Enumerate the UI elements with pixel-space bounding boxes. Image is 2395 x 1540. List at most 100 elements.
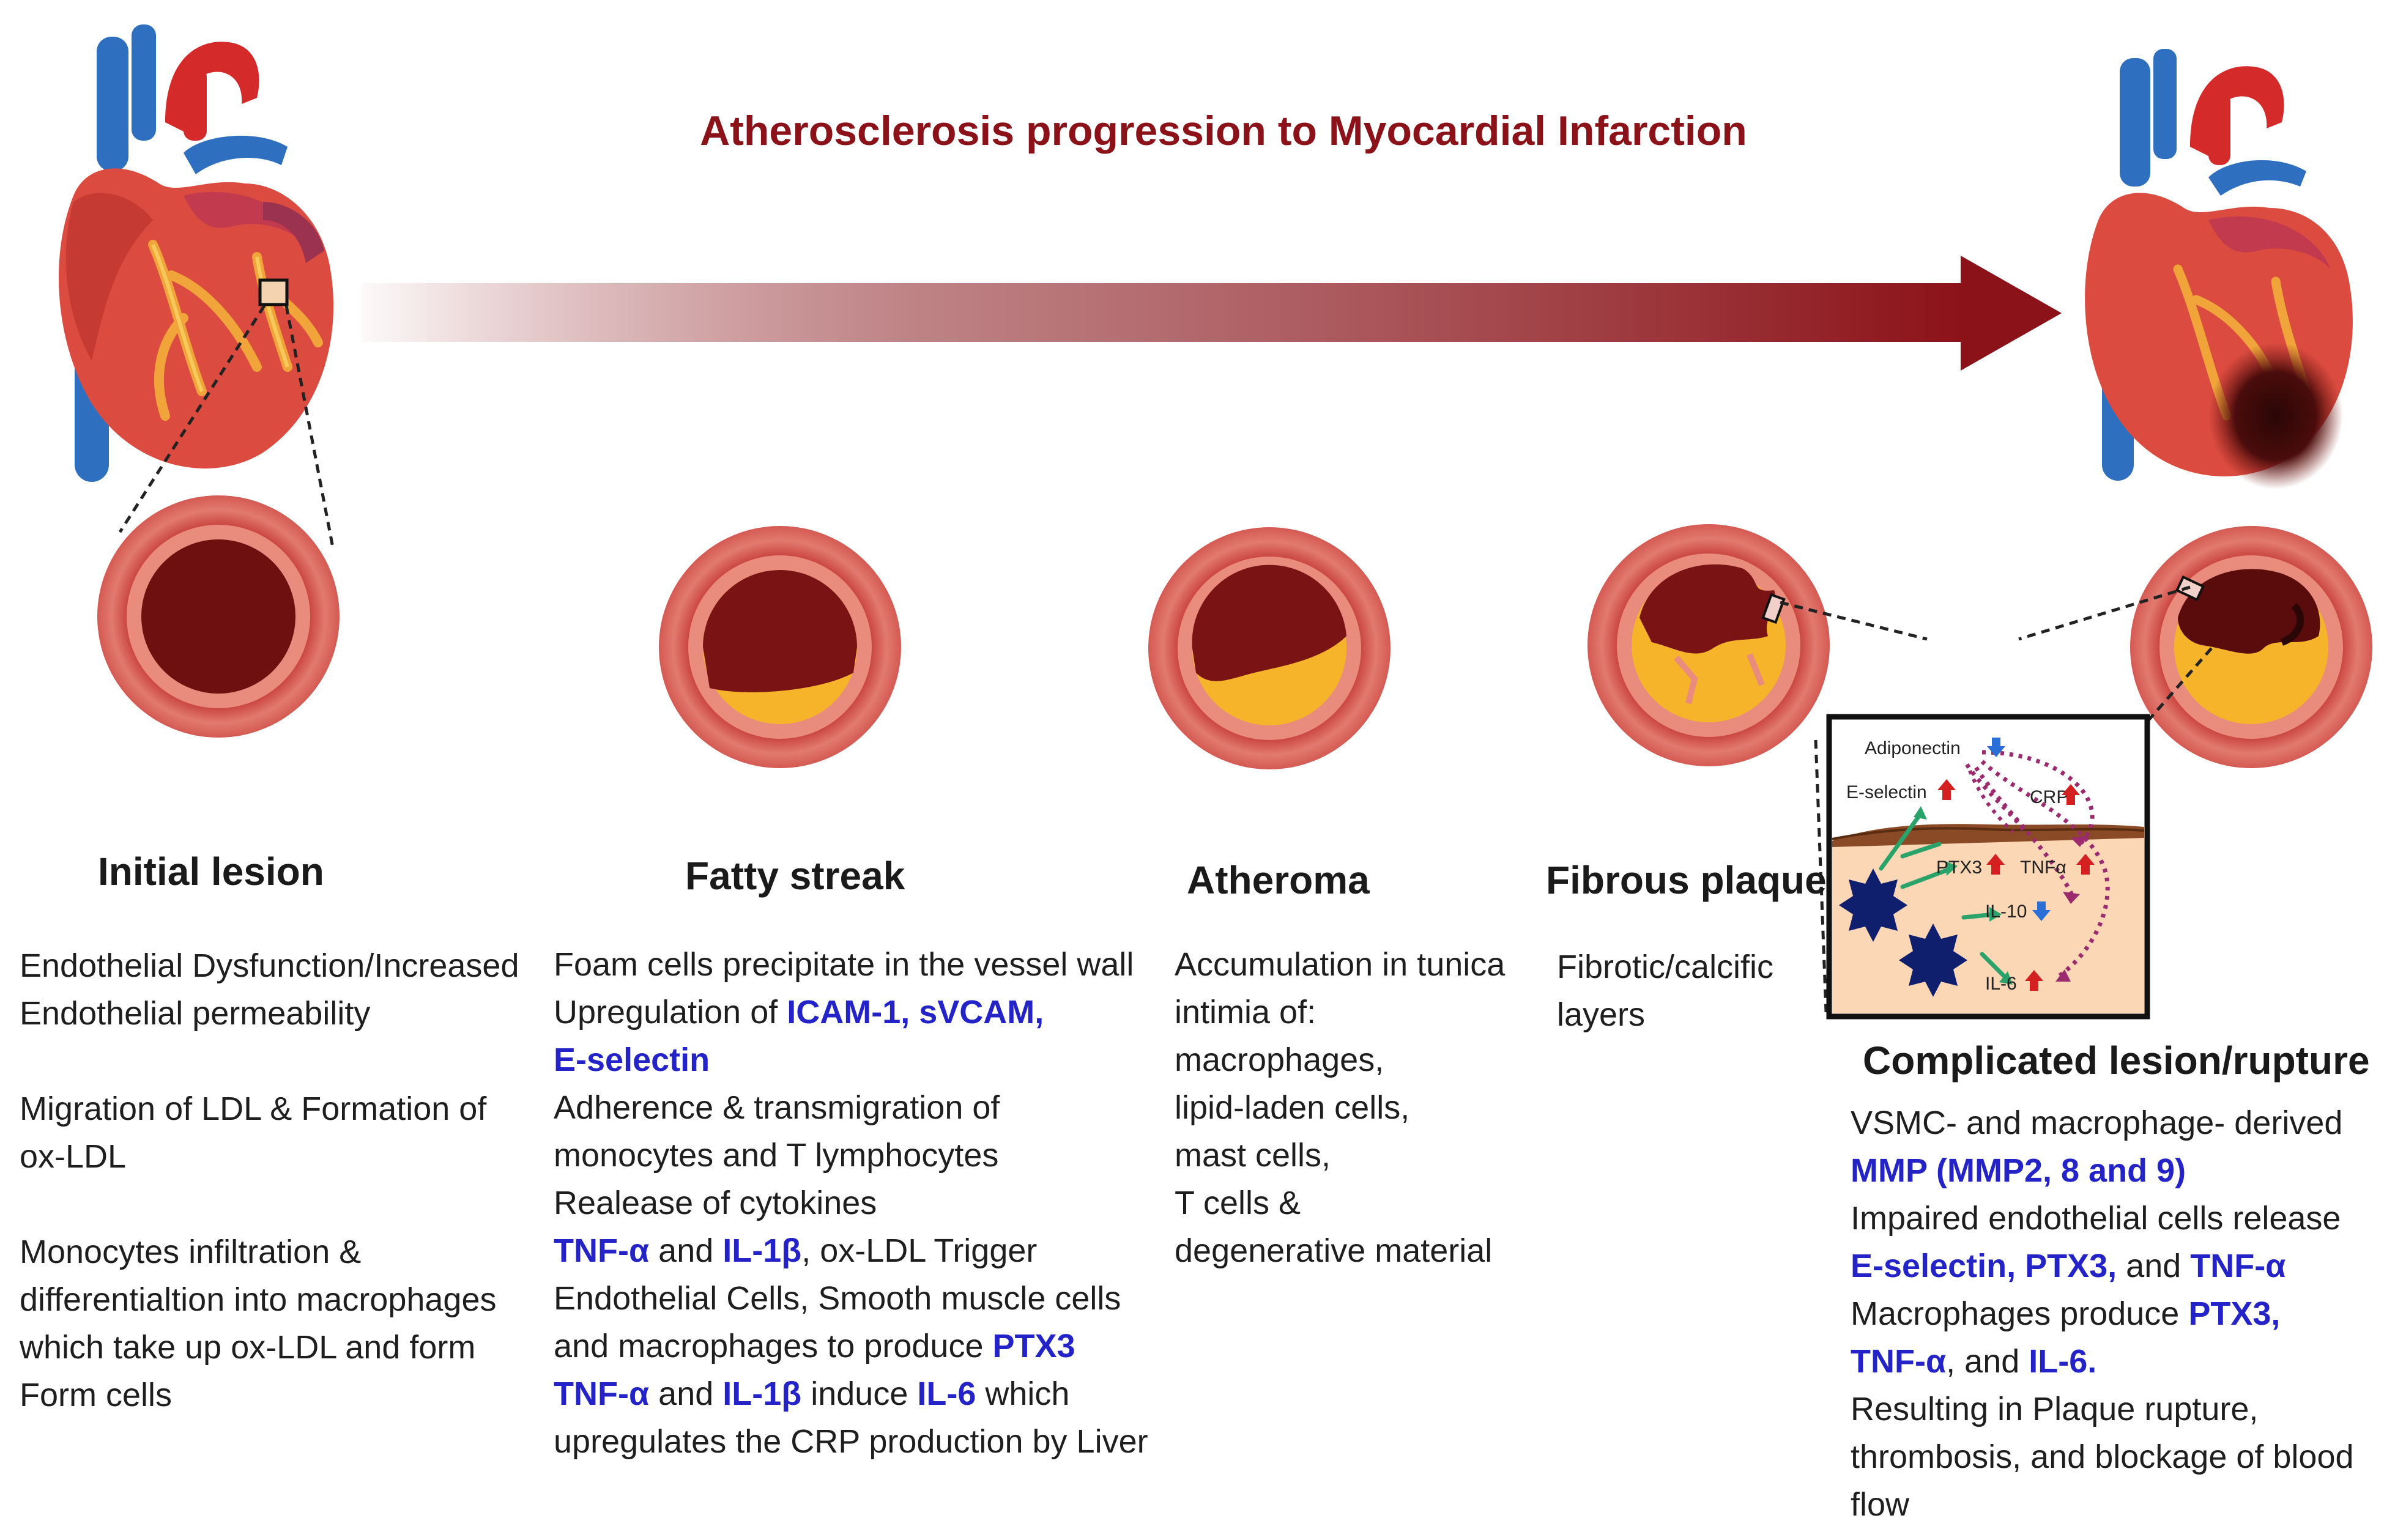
description-text: T cells &	[1175, 1185, 1301, 1221]
description-line: TNF-α and IL-1β induce IL-6 which	[554, 1370, 1165, 1418]
description-line: Macrophages produce PTX3,	[1851, 1290, 2389, 1338]
description-line: mast cells,	[1175, 1131, 1554, 1179]
description-text: Realease of cytokines	[554, 1185, 877, 1221]
description-text: induce	[801, 1375, 918, 1412]
highlighted-term: E-selectin	[554, 1042, 710, 1078]
description-line: TNF-α, and IL-6.	[1851, 1338, 2389, 1385]
description-line: degenerative material	[1175, 1227, 1554, 1275]
description-text: Form cells	[20, 1377, 173, 1413]
description-text: Foam cells precipitate in the vessel wal…	[554, 946, 1134, 983]
inset-label-tnfa: TNFα	[2020, 857, 2066, 878]
description-text: Monocytes infiltration &	[20, 1234, 362, 1270]
artery-cross-section	[659, 526, 901, 768]
zoom-line	[1780, 601, 1928, 641]
heart-illustration	[59, 24, 334, 482]
page-title: Atherosclerosis progression to Myocardia…	[700, 108, 1747, 154]
description-line: Form cells	[20, 1371, 558, 1419]
zoom-line	[118, 305, 266, 533]
description-line: monocytes and T lymphocytes	[554, 1131, 1165, 1179]
zoom-line	[2018, 585, 2191, 641]
description-text: Migration of LDL & Formation of	[20, 1090, 487, 1127]
description-line: lipid-laden cells,	[1175, 1084, 1554, 1131]
inset-label-il6: IL-6	[1985, 974, 2017, 994]
description-text: Accumulation in tunica	[1175, 946, 1506, 983]
description-line: VSMC- and macrophage- derived	[1851, 1099, 2389, 1147]
description-text: and	[649, 1232, 723, 1269]
zoom-line	[1814, 739, 1828, 1013]
description-line: and macrophages to produce PTX3	[554, 1322, 1165, 1370]
description-line: intimia of:	[1175, 988, 1554, 1036]
macrophage-icon	[1839, 868, 1907, 942]
description-line: Endothelial permeability	[20, 990, 558, 1037]
inset-label-il10: IL-10	[1985, 901, 2027, 922]
inset-label-crp: CRP	[2030, 787, 2068, 807]
line-gap	[20, 1180, 558, 1228]
highlighted-term: TNF-α	[554, 1375, 650, 1412]
inset-label-ptx3: PTX3	[1936, 857, 1982, 878]
highlighted-term: IL-1β	[722, 1232, 802, 1269]
highlighted-term: IL-1β	[722, 1375, 802, 1412]
zoom-line	[284, 305, 335, 551]
highlighted-term: IL-6.	[2029, 1343, 2097, 1380]
damaged-heart-illustration	[2085, 49, 2353, 489]
description-text: upregulates the CRP production by Liver	[554, 1423, 1148, 1460]
description-line: ox-LDL	[20, 1133, 558, 1180]
description-text: monocytes and T lymphocytes	[554, 1137, 999, 1174]
inset-label-e-selectin: E-selectin	[1846, 782, 1927, 802]
up-arrow-icon	[2025, 970, 2043, 991]
description-text: Endothelial permeability	[20, 995, 371, 1032]
description-text: lipid-laden cells,	[1175, 1089, 1410, 1126]
description-text: and	[2117, 1248, 2191, 1284]
description-text: which take up ox-LDL and form	[20, 1329, 476, 1366]
stage-title-fibrous-plaque: Fibrous plaque	[1546, 858, 1827, 902]
highlighted-term: TNF-α	[1851, 1343, 1947, 1380]
highlighted-term: MMP (MMP2, 8 and 9)	[1851, 1152, 2186, 1189]
description-line: differentialtion into macrophages	[20, 1276, 558, 1323]
down-arrow-icon	[1987, 738, 2005, 757]
description-line: upregulates the CRP production by Liver	[554, 1418, 1165, 1465]
description-text: Fibrotic/calcific	[1557, 949, 1774, 985]
description-line: flow	[1851, 1481, 2389, 1528]
description-line: Accumulation in tunica	[1175, 941, 1554, 988]
description-text: Macrophages produce	[1851, 1295, 2189, 1332]
highlighted-term: ICAM-1, sVCAM,	[787, 994, 1044, 1031]
description-line: Endothelial Cells, Smooth muscle cells	[554, 1275, 1165, 1322]
description-text: flow	[1851, 1486, 1910, 1523]
down-arrow-icon	[2032, 901, 2051, 921]
highlighted-term: PTX3,	[2188, 1295, 2281, 1332]
description-line: Impaired endothelial cells release	[1851, 1194, 2389, 1242]
description-line: thrombosis, and blockage of blood	[1851, 1433, 2389, 1481]
highlighted-term: PTX3	[992, 1328, 1075, 1364]
description-line: Monocytes infiltration &	[20, 1228, 558, 1276]
description-text: VSMC- and macrophage- derived	[1851, 1105, 2343, 1141]
description-line: layers	[1557, 991, 1814, 1038]
description-line: Upregulation of ICAM-1, sVCAM,	[554, 988, 1165, 1036]
up-arrow-icon	[2076, 854, 2095, 875]
description-line: Adherence & transmigration of	[554, 1084, 1165, 1131]
macrophage-icon	[1899, 924, 1967, 997]
stage-description-fatty-streak: Foam cells precipitate in the vessel wal…	[554, 941, 1165, 1465]
description-line: T cells &	[1175, 1179, 1554, 1227]
description-line: E-selectin, PTX3, and TNF-α	[1851, 1242, 2389, 1290]
description-line: Realease of cytokines	[554, 1179, 1165, 1227]
artery-cross-section	[97, 495, 340, 738]
description-line: which take up ox-LDL and form	[20, 1323, 558, 1371]
description-text: macrophages,	[1175, 1042, 1384, 1078]
artery-cross-section	[1148, 527, 1391, 769]
description-text: , and	[1946, 1343, 2029, 1380]
description-text: degenerative material	[1175, 1232, 1493, 1269]
description-text: Impaired endothelial cells release	[1851, 1200, 2341, 1237]
description-text: Adherence & transmigration of	[554, 1089, 1000, 1126]
description-text: ox-LDL	[20, 1138, 127, 1175]
zoom-line	[2146, 647, 2213, 723]
stage-title-atheroma: Atheroma	[1187, 858, 1370, 902]
description-line: macrophages,	[1175, 1036, 1554, 1084]
highlighted-term: E-selectin, PTX3,	[1851, 1248, 2117, 1284]
description-text: Endothelial Cells, Smooth muscle cells	[554, 1280, 1121, 1317]
highlighted-term: IL-6	[917, 1375, 976, 1412]
stage-title-fatty-streak: Fatty streak	[685, 854, 905, 898]
description-text: Upregulation of	[554, 994, 787, 1031]
stage-title-complicated-lesion: Complicated lesion/rupture	[1863, 1038, 2370, 1083]
description-text: thrombosis, and blockage of blood	[1851, 1438, 2354, 1475]
